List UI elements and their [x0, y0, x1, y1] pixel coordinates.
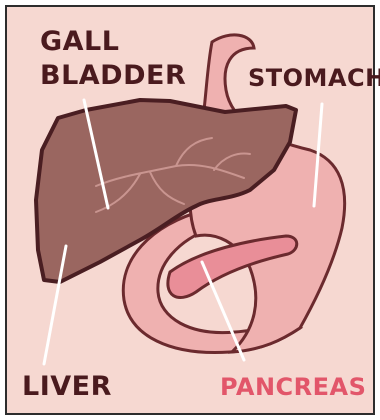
stomach-label: STOMACH: [248, 64, 380, 92]
liver-label: LIVER: [22, 371, 112, 402]
pancreas-label: PANCREAS: [220, 373, 366, 401]
gallbladder-label-line2: BLADDER: [40, 60, 186, 91]
gallbladder-label-line1: GALL: [40, 26, 119, 57]
